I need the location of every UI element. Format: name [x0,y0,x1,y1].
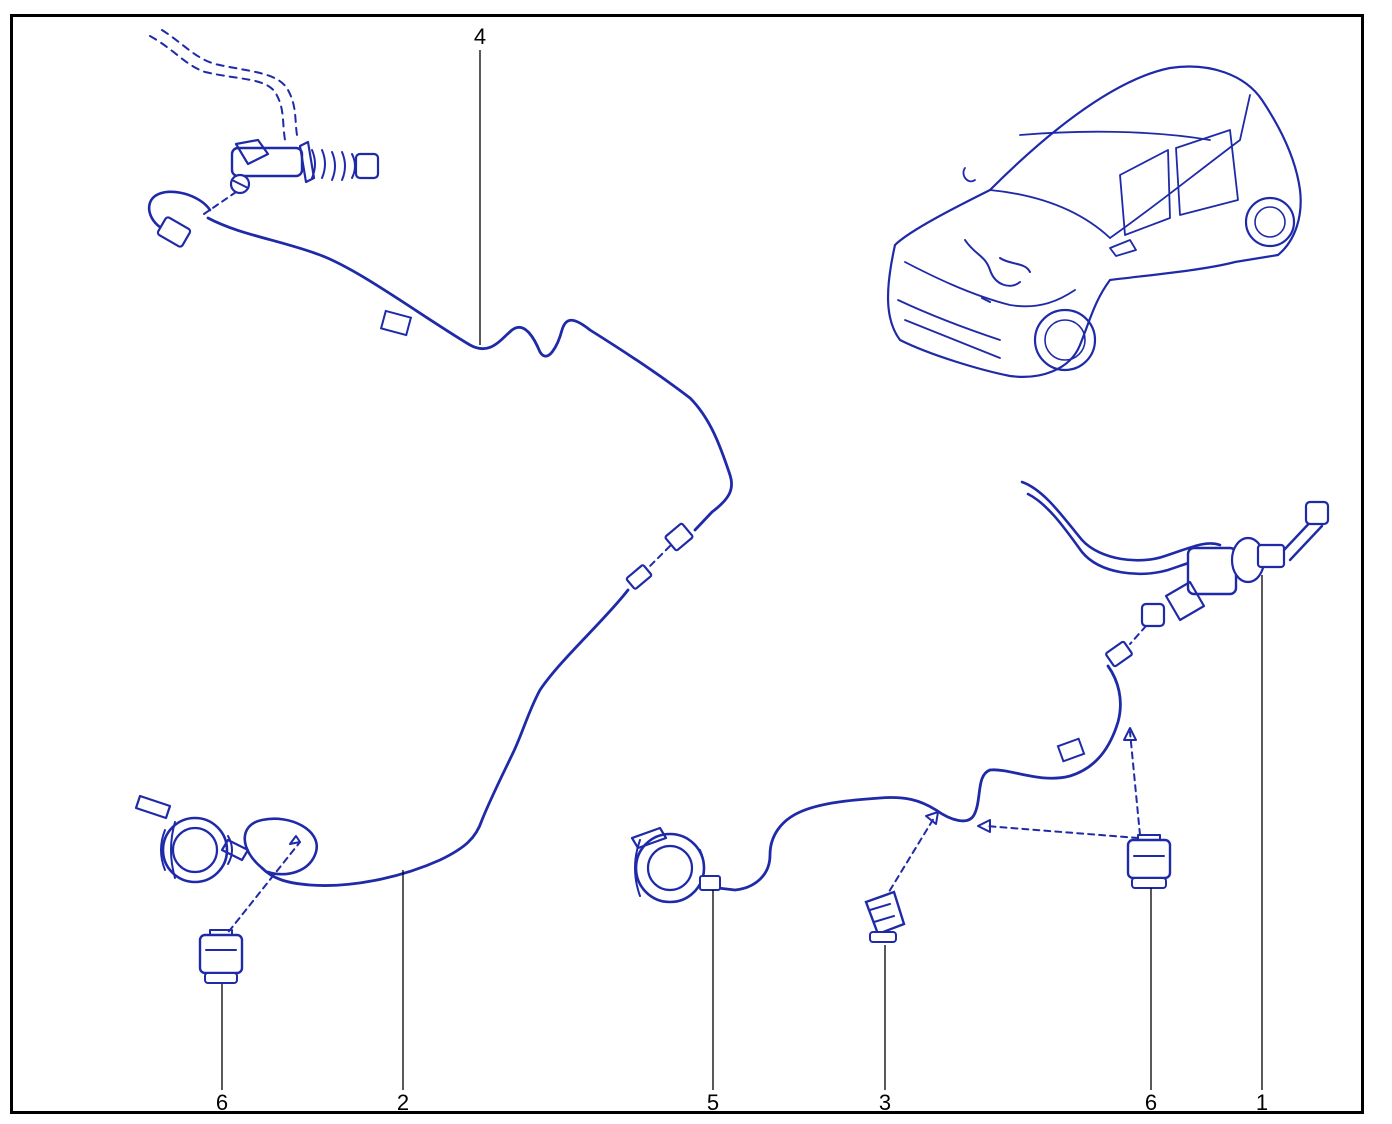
callout-6-right: 6 [1144,1090,1158,1115]
callout-leaders [221,50,1263,1090]
callout-2: 2 [396,1090,410,1115]
callout-1: 1 [1255,1090,1269,1115]
diagram-frame [10,14,1364,1114]
vehicle-locator-illustration [886,65,1302,378]
clutch-slave-cylinder-top [229,138,380,195]
pipe-clip-center [864,890,906,943]
callout-4: 4 [473,24,487,49]
pipe-clip-right [1126,834,1172,889]
concentric-slave-cylinder-left [134,794,250,884]
right-pipe-assembly [630,480,1330,943]
concentric-slave-cylinder-right [630,826,721,904]
callout-3: 3 [878,1090,892,1115]
callout-6-left: 6 [215,1090,229,1115]
pipe-clip-left [198,929,244,984]
left-pipe-assembly [134,29,733,984]
callout-5: 5 [706,1090,720,1115]
clutch-master-cylinder [1140,500,1330,628]
pipe-union-connector [625,522,694,590]
